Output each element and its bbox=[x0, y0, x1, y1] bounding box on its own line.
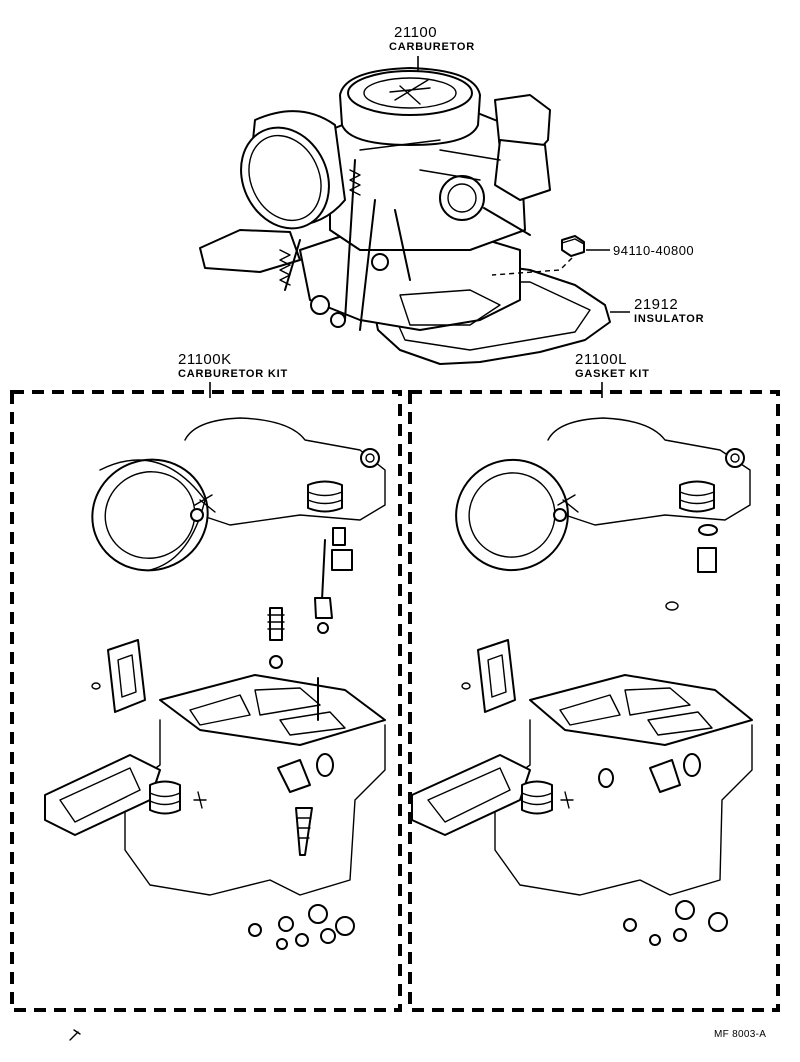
nut-drawing bbox=[561, 235, 585, 257]
carburetor-kit-part-number: 21100K bbox=[178, 351, 232, 368]
carburetor-part-number: 21100 bbox=[394, 24, 438, 41]
gasket-kit-box bbox=[408, 390, 780, 1012]
insulator-part-name: INSULATOR bbox=[634, 313, 705, 325]
carburetor-kit-box bbox=[10, 390, 402, 1012]
insulator-part-number: 21912 bbox=[634, 296, 679, 313]
stray-mark bbox=[69, 1029, 81, 1041]
nut-part-number: 94110-40800 bbox=[613, 243, 695, 258]
gasket-kit-part-name: GASKET KIT bbox=[575, 368, 650, 380]
carburetor-assembly-drawing bbox=[199, 67, 611, 365]
gasket-kit-exploded-parts bbox=[411, 417, 753, 946]
gasket-kit-part-number: 21100L bbox=[575, 351, 627, 368]
carburetor-kit-exploded-parts bbox=[44, 417, 386, 950]
carburetor-kit-part-name: CARBURETOR KIT bbox=[178, 368, 288, 380]
carburetor-part-name: CARBURETOR bbox=[389, 41, 476, 53]
figure-code: MF 8003-A bbox=[714, 1029, 767, 1040]
